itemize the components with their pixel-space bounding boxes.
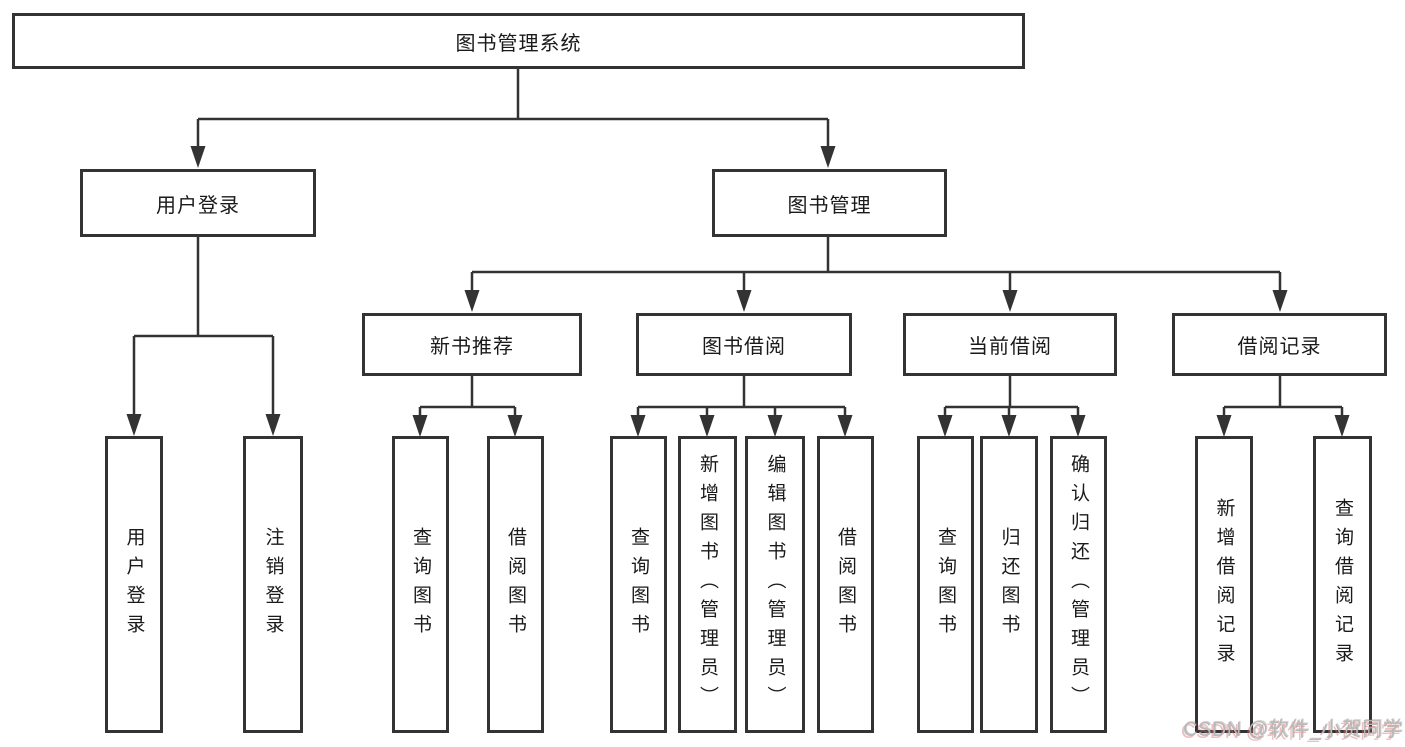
leaf-confirm-return-admin: 确认归还（管理员） bbox=[1050, 436, 1107, 733]
leaf-label: 确认归还（管理员） bbox=[1068, 454, 1089, 715]
leaf-label: 查询图书 bbox=[935, 526, 956, 643]
leaf-borrow-books-recommend: 借阅图书 bbox=[487, 436, 544, 733]
node-book-borrowing: 图书借阅 bbox=[636, 313, 852, 376]
leaf-add-books-admin: 新增图书（管理员） bbox=[678, 436, 737, 733]
leaf-label: 注销登录 bbox=[262, 526, 284, 643]
leaf-return-books: 归还图书 bbox=[980, 436, 1038, 733]
node-current-borrowing: 当前借阅 bbox=[903, 313, 1117, 376]
leaf-edit-books-admin: 编辑图书（管理员） bbox=[745, 436, 805, 733]
leaf-label: 查询图书 bbox=[628, 526, 649, 643]
leaf-query-borrow-record: 查询借阅记录 bbox=[1313, 436, 1372, 733]
node-borrowing-records: 借阅记录 bbox=[1172, 313, 1387, 376]
leaf-label: 新增图书（管理员） bbox=[697, 454, 718, 715]
csdn-watermark: CSDN @软件_小贺同学 bbox=[1183, 719, 1404, 741]
node-book-management: 图书管理 bbox=[712, 169, 947, 237]
node-new-book-recommendation: 新书推荐 bbox=[362, 313, 582, 376]
leaf-label: 新增借阅记录 bbox=[1213, 497, 1235, 672]
leaf-label: 借阅图书 bbox=[835, 526, 856, 643]
leaf-query-books-current: 查询图书 bbox=[917, 436, 974, 733]
leaf-label: 查询图书 bbox=[410, 526, 431, 643]
leaf-logout: 注销登录 bbox=[243, 436, 303, 733]
leaf-label: 用户登录 bbox=[123, 526, 145, 643]
node-library-management-system: 图书管理系统 bbox=[12, 13, 1025, 69]
leaf-label: 编辑图书（管理员） bbox=[764, 454, 786, 715]
node-user-login: 用户登录 bbox=[80, 169, 316, 237]
arrowhead-icons bbox=[126, 146, 1350, 437]
leaf-label: 归还图书 bbox=[998, 526, 1020, 643]
leaf-add-borrow-record: 新增借阅记录 bbox=[1195, 436, 1253, 733]
leaf-borrow-books-borrowing: 借阅图书 bbox=[817, 436, 874, 733]
leaf-user-login: 用户登录 bbox=[105, 436, 163, 733]
leaf-label: 查询借阅记录 bbox=[1332, 497, 1353, 672]
leaf-query-books-borrowing: 查询图书 bbox=[610, 436, 667, 733]
leaf-label: 借阅图书 bbox=[505, 526, 526, 643]
leaf-query-books-recommend: 查询图书 bbox=[392, 436, 449, 733]
